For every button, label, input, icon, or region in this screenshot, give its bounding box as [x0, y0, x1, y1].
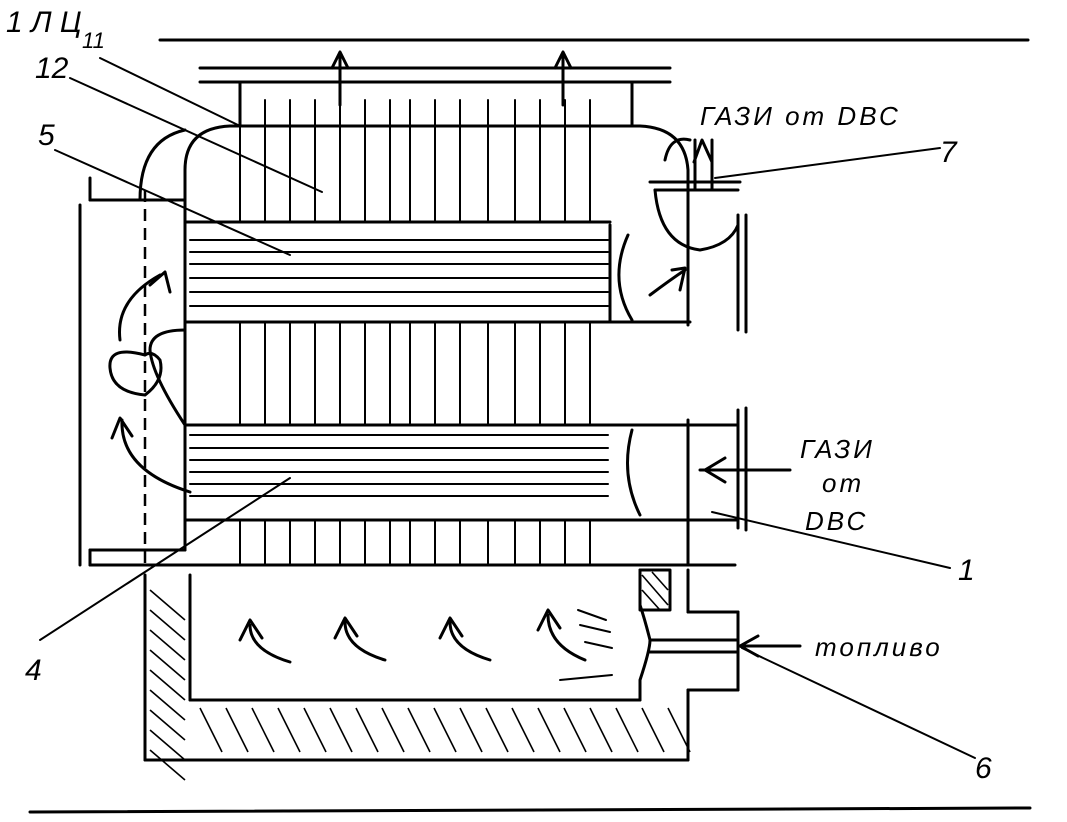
label-gas-in-1: ГАЗИ	[800, 434, 875, 464]
lower-gas-box	[608, 406, 792, 532]
label-gas-in-3: DВС	[805, 506, 868, 536]
upper-gas-box	[608, 138, 748, 334]
drum-left-lip	[138, 128, 187, 202]
upper-drum	[183, 124, 690, 227]
label-5: 5	[38, 119, 55, 152]
label-top-left-sub: 11	[82, 28, 105, 53]
drum-right-lip	[663, 137, 692, 162]
label-fuel: топливо	[815, 632, 943, 662]
leader-lines	[39, 57, 976, 759]
label-4: 4	[25, 654, 42, 687]
label-gas-in-2: от	[822, 468, 864, 498]
lower-tube-bank	[189, 434, 609, 497]
label-1: 1	[958, 554, 975, 587]
flame-arrows	[238, 608, 613, 681]
label-6: 6	[975, 752, 992, 785]
left-return-chamber	[108, 270, 192, 494]
label-7: 7	[940, 136, 958, 169]
label-top-left: 1 Л Ц	[6, 6, 82, 39]
bottom-rule	[28, 806, 1032, 814]
top-header	[198, 50, 672, 127]
tube-sheets	[183, 208, 612, 552]
upper-tube-bank	[189, 239, 609, 307]
label-12: 12	[35, 52, 69, 85]
label-gas-out: ГАЗИ от DВС	[700, 101, 901, 131]
vertical-tubes	[239, 99, 591, 566]
refractory-hatching	[149, 589, 691, 781]
